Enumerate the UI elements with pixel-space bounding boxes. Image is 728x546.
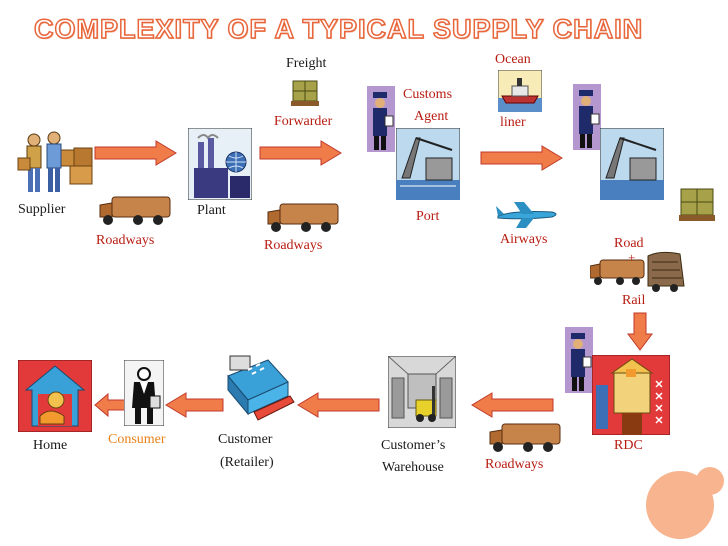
building-icon	[592, 355, 670, 435]
roadways-label: Roadways	[485, 457, 544, 472]
truck-icon	[267, 203, 339, 232]
arrow-right	[259, 140, 342, 166]
customs-officer-icon	[367, 86, 395, 152]
airways-label: Airways	[500, 232, 548, 247]
customer-label-line2: (Retailer)	[220, 455, 274, 470]
warehouse-label-line1: Customer’s	[381, 438, 446, 453]
home-icon	[18, 360, 92, 432]
freight-label: Freight	[286, 56, 327, 71]
agent-label: Agent	[414, 109, 449, 124]
ocean-label: Ocean	[495, 52, 531, 67]
pallet-icon	[679, 188, 715, 221]
page-title: COMPLEXITY OF A TYPICAL SUPPLY CHAIN	[33, 13, 644, 45]
supplier-label: Supplier	[18, 202, 66, 217]
rdc-label: RDC	[614, 438, 643, 453]
customs-officer-icon	[565, 327, 593, 393]
port-icon	[396, 128, 460, 200]
home-label: Home	[33, 438, 68, 453]
arrow-left	[471, 392, 554, 418]
workers-icon	[17, 131, 93, 192]
roadways-label: Roadways	[96, 233, 155, 248]
customs-officer-icon	[573, 84, 601, 150]
arrow-right	[94, 140, 177, 166]
port-icon	[600, 128, 664, 200]
rail-label: Rail	[622, 293, 646, 308]
ship-icon	[498, 70, 542, 112]
arrow-left	[165, 392, 224, 418]
truck-train-icon	[590, 251, 685, 292]
consumer-label: Consumer	[108, 432, 166, 447]
liner-label: liner	[500, 115, 526, 130]
warehouse-label-line2: Warehouse	[382, 460, 444, 475]
roadways-label: Roadways	[264, 238, 323, 253]
pallet-icon	[291, 80, 319, 106]
arrow-left	[297, 392, 380, 418]
plus-label: +	[628, 250, 636, 265]
port-label: Port	[416, 209, 440, 224]
forwarder-label: Forwarder	[274, 114, 333, 129]
plant-label: Plant	[197, 203, 226, 218]
airplane-icon	[496, 202, 557, 228]
warehouse-icon	[388, 356, 456, 428]
truck-icon	[99, 196, 171, 225]
truck-icon	[489, 423, 561, 452]
arrow-right	[480, 145, 563, 171]
factory-icon	[188, 128, 252, 200]
arrow-down	[627, 312, 653, 351]
customer-label-line1: Customer	[218, 432, 273, 447]
cash-register-icon	[227, 355, 295, 421]
consumer-icon	[124, 360, 164, 426]
decorative-circles	[646, 467, 724, 539]
arrow-left	[94, 392, 126, 418]
road-label: Road	[614, 236, 644, 251]
customs-label: Customs	[403, 87, 453, 102]
